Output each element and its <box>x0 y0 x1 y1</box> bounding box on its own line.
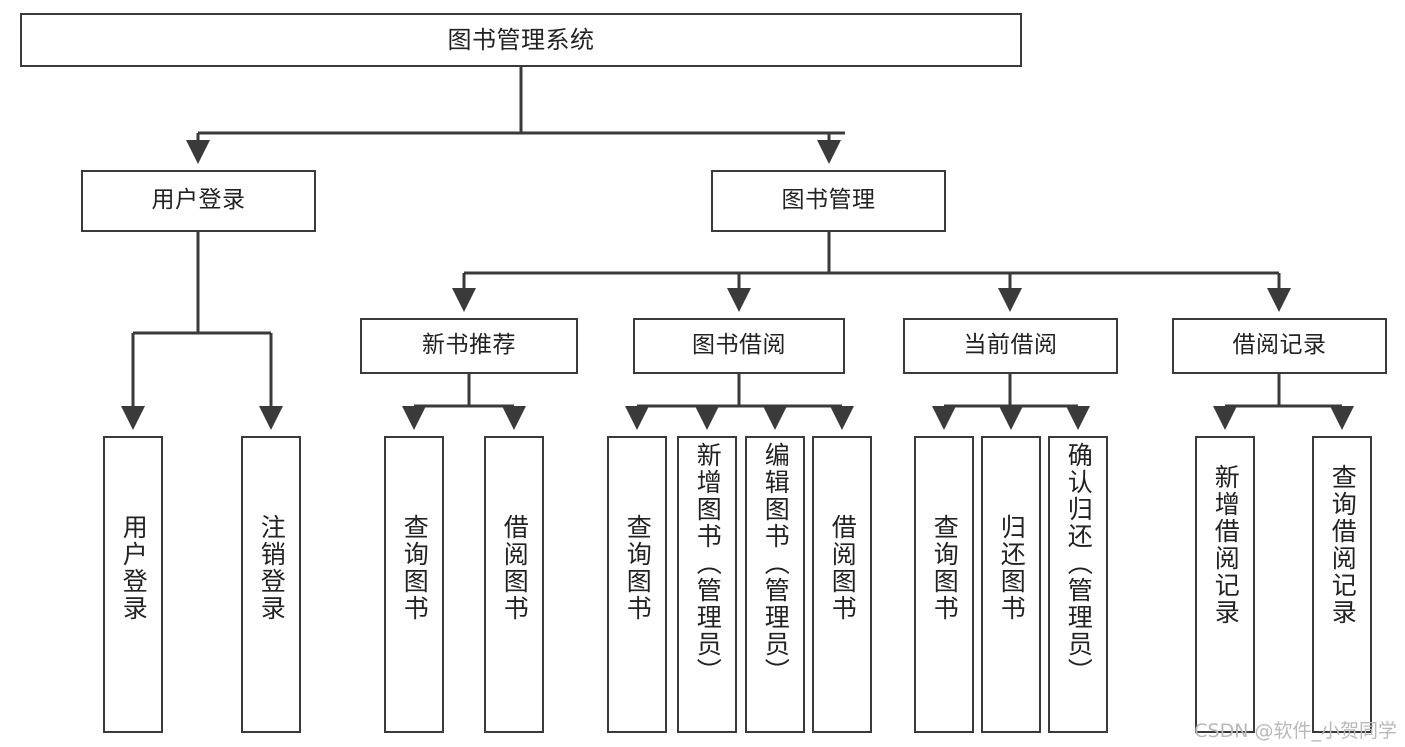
node-label: 用户登录 <box>151 187 246 214</box>
node-label: 查询图书 <box>623 514 653 622</box>
leaf-edit-book-admin[interactable]: 编辑图书（管理员） <box>745 436 805 733</box>
leaf-borrow-book-new[interactable]: 借阅图书 <box>484 436 544 733</box>
leaf-confirm-return-admin[interactable]: 确认归还（管理员） <box>1048 436 1108 733</box>
node-label: 新书推荐 <box>422 332 516 359</box>
leaf-borrow-book[interactable]: 借阅图书 <box>812 436 872 733</box>
node-label: 借阅记录 <box>1232 332 1327 359</box>
leaf-query-book-current[interactable]: 查询图书 <box>914 436 974 733</box>
node-label: 借阅图书 <box>500 514 530 622</box>
node-label: 图书管理 <box>781 187 876 214</box>
node-user-login[interactable]: 用户登录 <box>81 170 316 232</box>
node-label: 图书管理系统 <box>447 25 595 54</box>
node-root-book-management-system[interactable]: 图书管理系统 <box>20 13 1022 67</box>
node-label: 查询借阅记录 <box>1328 464 1358 626</box>
node-new-book-recommend[interactable]: 新书推荐 <box>360 318 578 374</box>
node-label: 确认归还（管理员） <box>1064 442 1094 685</box>
node-label: 用户登录 <box>119 514 149 622</box>
leaf-query-book-new[interactable]: 查询图书 <box>384 436 444 733</box>
leaf-logout[interactable]: 注销登录 <box>241 436 301 733</box>
node-label: 借阅图书 <box>828 514 858 622</box>
node-label: 新增图书（管理员） <box>693 442 723 685</box>
leaf-user-login[interactable]: 用户登录 <box>103 436 163 733</box>
node-label: 归还图书 <box>997 514 1027 622</box>
node-label: 新增借阅记录 <box>1211 464 1241 626</box>
watermark-text: CSDN @软件_小贺同学 <box>1194 720 1397 742</box>
node-label: 查询图书 <box>930 514 960 622</box>
leaf-return-book[interactable]: 归还图书 <box>981 436 1041 733</box>
node-label: 图书借阅 <box>692 332 786 359</box>
leaf-query-book-borrow[interactable]: 查询图书 <box>607 436 667 733</box>
node-current-borrow[interactable]: 当前借阅 <box>903 318 1118 374</box>
node-label: 当前借阅 <box>963 332 1058 359</box>
leaf-add-borrow-record[interactable]: 新增借阅记录 <box>1195 436 1255 733</box>
node-label: 查询图书 <box>400 514 430 622</box>
node-borrow-record[interactable]: 借阅记录 <box>1172 318 1387 374</box>
leaf-add-book-admin[interactable]: 新增图书（管理员） <box>677 436 737 733</box>
leaf-query-borrow-record[interactable]: 查询借阅记录 <box>1312 436 1372 733</box>
node-book-borrow[interactable]: 图书借阅 <box>633 318 845 374</box>
node-label: 编辑图书（管理员） <box>761 442 791 685</box>
node-book-management[interactable]: 图书管理 <box>711 170 946 232</box>
node-label: 注销登录 <box>257 514 287 622</box>
